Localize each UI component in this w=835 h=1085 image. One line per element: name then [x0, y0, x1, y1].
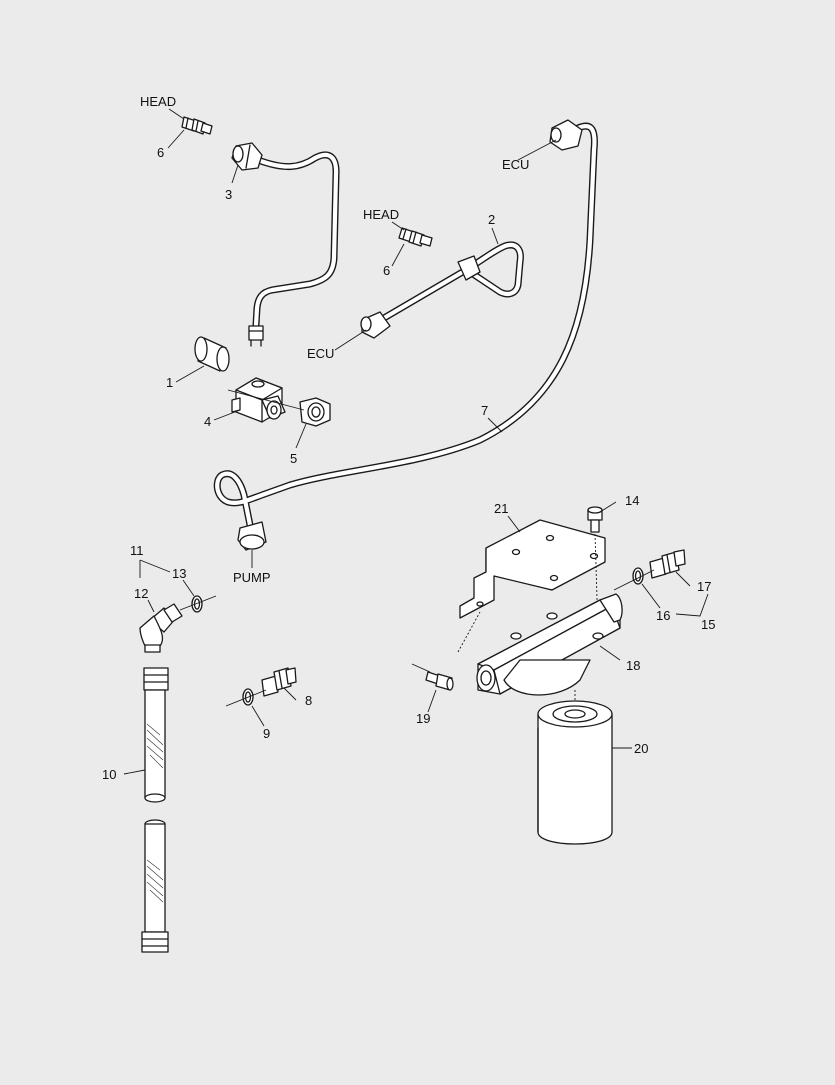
- callout-16: 16: [656, 608, 670, 623]
- part-2-fuel-tube: [360, 241, 524, 339]
- callout-5: 5: [290, 451, 297, 466]
- part-6-head-fitting-top: [181, 116, 213, 135]
- callout-14: 14: [625, 493, 639, 508]
- part-19-screw: [425, 671, 454, 691]
- callout-9: 9: [263, 726, 270, 741]
- part-10-hose: [141, 667, 169, 953]
- callout-17: 17: [697, 579, 711, 594]
- text-labels: HEAD HEAD ECU ECU PUMP 6 3 6 2 1 4 5 7 1…: [102, 94, 715, 782]
- callout-2: 2: [488, 212, 495, 227]
- part-5-nut: [299, 397, 331, 427]
- callout-3: 3: [225, 187, 232, 202]
- part-8-fitting: [261, 667, 297, 697]
- callout-6-top: 6: [157, 145, 164, 160]
- label-ecu-mid: ECU: [307, 346, 334, 361]
- callout-15: 15: [701, 617, 715, 632]
- callout-21: 21: [494, 501, 508, 516]
- part-18-filter-head: [476, 593, 623, 696]
- callout-13: 13: [172, 566, 186, 581]
- part-6-head-fitting-mid: [398, 227, 433, 247]
- part-14-bolt: [587, 506, 603, 533]
- callout-19: 19: [416, 711, 430, 726]
- callout-18: 18: [626, 658, 640, 673]
- part-1-sleeve: [194, 336, 230, 372]
- part-3-fuel-tube: [231, 142, 340, 347]
- part-21-bracket: [459, 519, 606, 619]
- callout-10: 10: [102, 767, 116, 782]
- callout-6-mid: 6: [383, 263, 390, 278]
- part-17-fitting: [649, 549, 686, 579]
- callout-12: 12: [134, 586, 148, 601]
- callout-11: 11: [130, 543, 144, 558]
- callout-20: 20: [634, 741, 648, 756]
- part-20-fuel-filter: [537, 700, 613, 845]
- label-ecu-top: ECU: [502, 157, 529, 172]
- callout-7: 7: [481, 403, 488, 418]
- callout-1: 1: [166, 375, 173, 390]
- callout-4: 4: [204, 414, 211, 429]
- part-12-elbow-fitting: [139, 603, 183, 653]
- part-13-o-ring: [191, 595, 203, 613]
- label-pump: PUMP: [233, 570, 271, 585]
- callout-leaders: [123, 108, 709, 775]
- label-head-mid: HEAD: [363, 207, 399, 222]
- callout-8: 8: [305, 693, 312, 708]
- part-7-fuel-tube: [213, 119, 598, 551]
- label-head-top: HEAD: [140, 94, 176, 109]
- part-4-tee-block: [231, 377, 286, 423]
